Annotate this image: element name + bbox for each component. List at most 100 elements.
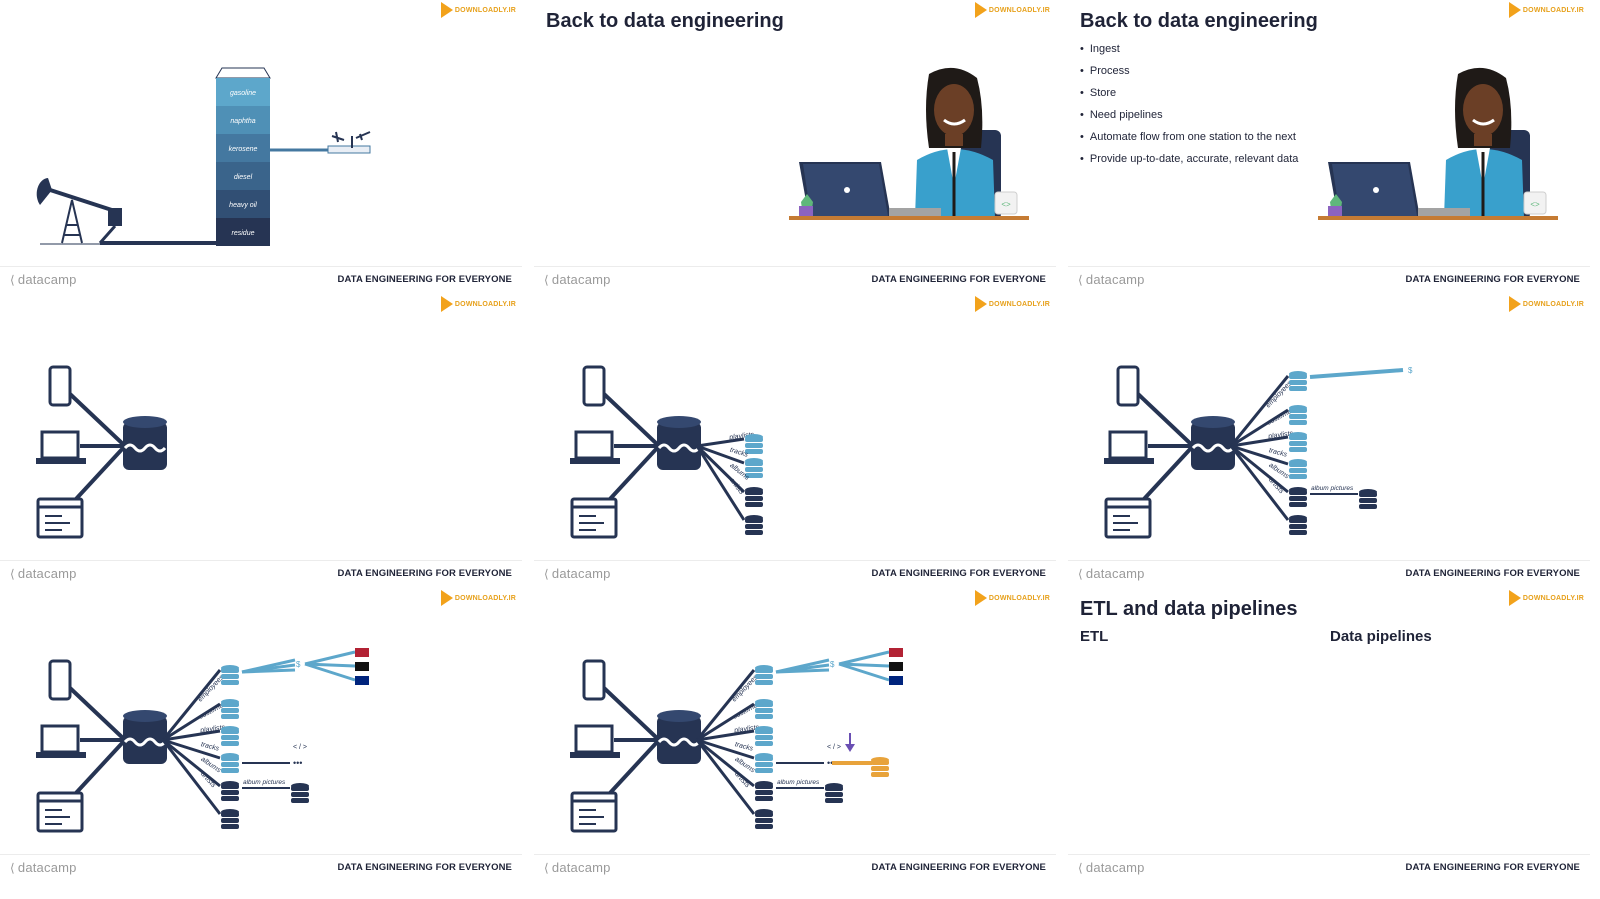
laptop-icon: [570, 724, 620, 758]
phone-body: [582, 659, 606, 701]
database-top: [755, 699, 773, 705]
bullet-item: Need pipelines: [1080, 108, 1298, 130]
slide-4: DOWNLOADLY.IR ⟨datacamp DATA ENGINEERING…: [0, 294, 522, 587]
database-icon: [755, 753, 773, 773]
table-label: employees: [197, 674, 226, 704]
us-flag-icon: [355, 648, 369, 657]
database-disk: [221, 768, 239, 773]
source-connector: [1136, 392, 1195, 448]
play-icon: [974, 2, 987, 18]
browser-window-icon: [570, 497, 618, 539]
database-icon: [755, 781, 773, 801]
source-connector: [68, 392, 127, 448]
slide-footer: ⟨datacamp DATA ENGINEERING FOR EVERYONE: [1068, 854, 1590, 881]
database-top: [1359, 489, 1377, 495]
datacamp-logo: ⟨datacamp: [544, 272, 611, 287]
main-database-icon: [123, 416, 167, 470]
datacamp-logo: ⟨datacamp: [1078, 272, 1145, 287]
database-icon: [755, 809, 773, 829]
database-icon: [745, 434, 763, 454]
table-connector: [696, 738, 755, 788]
database-top: [657, 416, 701, 428]
database-disk: [1289, 468, 1307, 473]
phone-body: [48, 365, 72, 407]
table-connector: [696, 437, 745, 448]
database-top: [745, 458, 763, 464]
source-connector: [74, 738, 127, 795]
database-icon: [221, 726, 239, 746]
table-connector: [162, 738, 221, 760]
database-disk: [755, 796, 773, 801]
table-connector: [162, 702, 221, 742]
database-top: [221, 753, 239, 759]
database-disk: [1289, 524, 1307, 529]
play-icon: [1508, 590, 1521, 606]
database-icon: [745, 515, 763, 535]
dollar-symbol: $: [296, 660, 301, 669]
table-label: tracks: [734, 741, 754, 753]
database-icon: [745, 458, 763, 478]
table-connector: [161, 739, 222, 815]
database-disk: [1289, 474, 1307, 479]
table-label: artists: [728, 477, 745, 496]
laptop-screen: [574, 430, 614, 460]
database-disk: [755, 708, 773, 713]
smartphone-icon: [582, 365, 606, 407]
database-top: [221, 665, 239, 671]
laptop-screen: [574, 724, 614, 754]
course-title: DATA ENGINEERING FOR EVERYONE: [337, 568, 512, 579]
database-top: [657, 710, 701, 722]
flag-connector: [304, 662, 356, 682]
database-icon: [1289, 371, 1307, 391]
database-disk: [745, 496, 763, 501]
database-top: [1191, 416, 1235, 428]
datacamp-mark-icon: ⟨: [544, 567, 549, 581]
database-disk: [1289, 386, 1307, 391]
browser-window-icon: [1104, 497, 1152, 539]
database-wave: [657, 443, 701, 453]
slide-footer: ⟨datacamp DATA ENGINEERING FOR EVERYONE: [0, 560, 522, 587]
database-disk: [745, 467, 763, 472]
database-wave: [123, 443, 167, 453]
table-connector: [695, 669, 756, 741]
smartphone-icon: [48, 659, 72, 701]
database-icon: [221, 699, 239, 719]
main-database-icon: [657, 710, 701, 764]
database-disk: [755, 735, 773, 740]
slide-title: Back to data engineering: [1080, 10, 1318, 32]
database-top: [221, 726, 239, 732]
album-pictures-label: album pictures: [243, 779, 286, 786]
database-disk: [755, 762, 773, 767]
datacamp-mark-icon: ⟨: [10, 567, 15, 581]
table-connector: [162, 738, 221, 788]
database-disk: [871, 772, 889, 777]
course-title: DATA ENGINEERING FOR EVERYONE: [871, 862, 1046, 873]
browser-frame: [570, 791, 618, 833]
laptop-screen: [40, 430, 80, 460]
ellipsis-dots: •••: [293, 758, 302, 768]
ellipsis-dots: •••: [827, 758, 836, 768]
database-disk: [1359, 498, 1377, 503]
table-connector: [1229, 445, 1290, 521]
watermark: DOWNLOADLY.IR: [440, 2, 516, 18]
employees-connector: [241, 668, 296, 674]
database-disk: [1289, 496, 1307, 501]
database-icon: [755, 699, 773, 719]
database-icon: [291, 783, 309, 803]
database-top: [755, 726, 773, 732]
database-disk: [221, 818, 239, 823]
database-disk: [755, 674, 773, 679]
database-top: [1289, 487, 1307, 493]
database-disk: [1289, 447, 1307, 452]
watermark: DOWNLOADLY.IR: [1508, 296, 1584, 312]
database-top: [123, 710, 167, 722]
play-icon: [1508, 2, 1521, 18]
slide-title: ETL and data pipelines: [1080, 598, 1298, 620]
table-label: tracks: [1268, 447, 1288, 459]
us-flag-icon: [889, 648, 903, 657]
database-icon: [221, 781, 239, 801]
database-disk: [291, 792, 309, 797]
table-label: employees: [1265, 380, 1294, 410]
flag-connector: [304, 650, 356, 666]
